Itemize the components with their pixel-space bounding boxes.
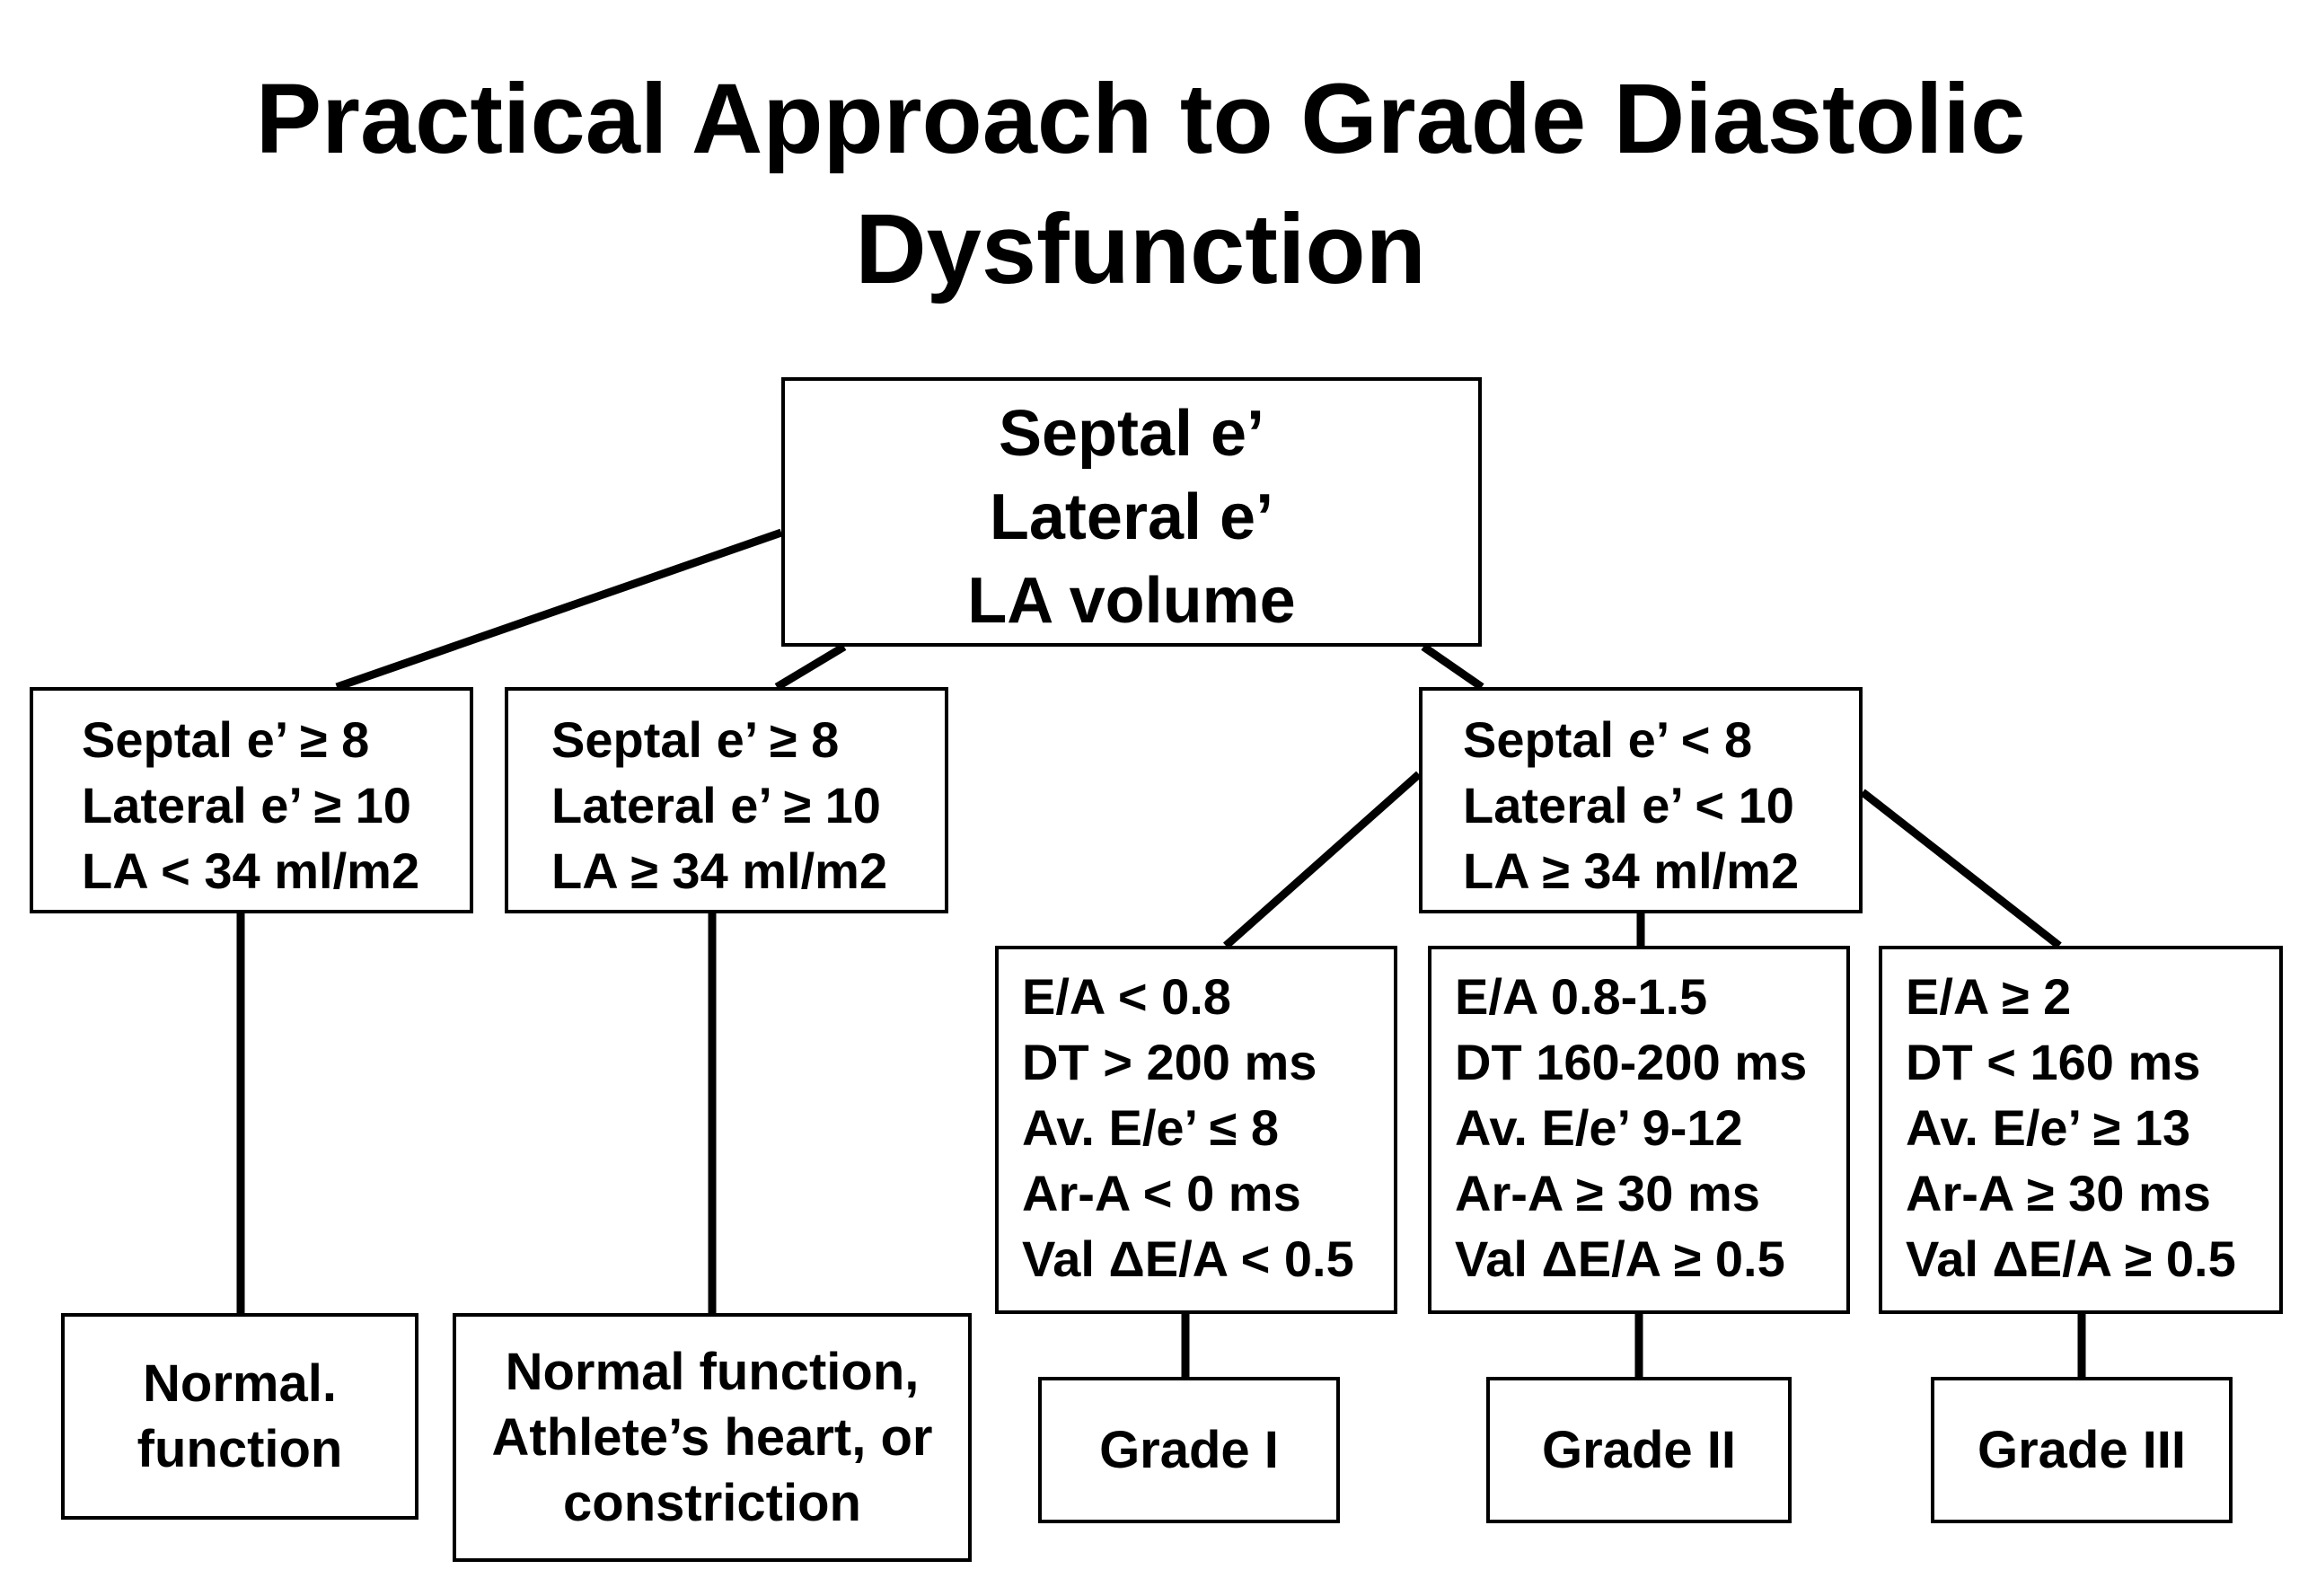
grade-criteria-line: Av. E/e’ 9-12 [1455, 1099, 1743, 1156]
grade-criteria-line: E/A ≥ 2 [1906, 968, 2072, 1025]
grade-criteria-line: DT 160-200 ms [1455, 1034, 1808, 1090]
title-line-1: Practical Approach to Grade Diastolic [255, 64, 2026, 174]
grade-criteria-line: Val ΔE/A ≥ 0.5 [1906, 1230, 2236, 1287]
outcome-line: Normal function, [505, 1343, 920, 1401]
criteria-line: Lateral e’ < 10 [1463, 777, 1794, 833]
outcome-normal-function: Normal. function [61, 1313, 418, 1520]
grade-criteria-line: Ar-A ≥ 30 ms [1906, 1165, 2211, 1221]
grade-criteria-line: DT < 160 ms [1906, 1034, 2201, 1090]
outcome-line: constriction [563, 1474, 861, 1532]
grade-criteria-line: E/A 0.8-1.5 [1455, 968, 1708, 1025]
criteria-box-normal-large-la: Septal e’ ≥ 8 Lateral e’ ≥ 10 LA ≥ 34 ml… [505, 687, 948, 913]
grade-criteria-line: Av. E/e’ ≤ 8 [1022, 1099, 1279, 1156]
criteria-line: Septal e’ ≥ 8 [551, 711, 840, 768]
outcome-label: Grade II [1542, 1421, 1736, 1479]
root-line: Septal e’ [998, 398, 1265, 470]
root-line: LA volume [967, 565, 1296, 637]
outcome-grade-2: Grade II [1486, 1377, 1792, 1523]
diagram-title: Practical Approach to Grade Diastolic Dy… [0, 54, 2281, 314]
connector-root-to-normal-large-la [774, 643, 847, 691]
title-line-2: Dysfunction [855, 194, 1426, 304]
criteria-line: Septal e’ ≥ 8 [82, 711, 370, 768]
grade-criteria-line: E/A < 0.8 [1022, 968, 1231, 1025]
connector-root-to-normal-small-la [335, 528, 783, 692]
outcome-label: Grade III [1977, 1421, 2187, 1479]
connector-root-to-abnormal [1421, 643, 1484, 691]
root-measurement-box: Septal e’ Lateral e’ LA volume [781, 377, 1482, 647]
outcome-line: Athlete’s heart, or [491, 1408, 933, 1467]
criteria-box-normal-small-la: Septal e’ ≥ 8 Lateral e’ ≥ 10 LA < 34 ml… [30, 687, 473, 913]
outcome-athlete-heart: Normal function, Athlete’s heart, or con… [453, 1313, 972, 1562]
connector-abnormal-to-grade3-criteria [1860, 789, 2062, 949]
grade3-criteria-box: E/A ≥ 2 DT < 160 ms Av. E/e’ ≥ 13 Ar-A ≥… [1879, 946, 2283, 1314]
outcome-grade-1: Grade I [1038, 1377, 1340, 1523]
criteria-box-abnormal: Septal e’ < 8 Lateral e’ < 10 LA ≥ 34 ml… [1419, 687, 1863, 913]
outcome-line: Normal. [143, 1354, 337, 1413]
root-line: Lateral e’ [989, 481, 1274, 553]
grade-criteria-line: Ar-A ≥ 30 ms [1455, 1165, 1760, 1221]
criteria-line: LA ≥ 34 ml/m2 [551, 842, 888, 899]
outcome-line: function [137, 1420, 343, 1478]
grade-criteria-line: Val ΔE/A < 0.5 [1022, 1230, 1354, 1287]
criteria-line: Lateral e’ ≥ 10 [551, 777, 881, 833]
outcome-grade-3: Grade III [1931, 1377, 2233, 1523]
outcome-label: Grade I [1099, 1421, 1279, 1479]
grade1-criteria-box: E/A < 0.8 DT > 200 ms Av. E/e’ ≤ 8 Ar-A … [995, 946, 1397, 1314]
criteria-line: Septal e’ < 8 [1463, 711, 1753, 768]
grade-criteria-line: Av. E/e’ ≥ 13 [1906, 1099, 2191, 1156]
grade-criteria-line: Ar-A < 0 ms [1022, 1165, 1301, 1221]
criteria-line: Lateral e’ ≥ 10 [82, 777, 411, 833]
criteria-line: LA < 34 ml/m2 [82, 842, 420, 899]
grade-criteria-line: DT > 200 ms [1022, 1034, 1317, 1090]
criteria-line: LA ≥ 34 ml/m2 [1463, 842, 1800, 899]
grade2-criteria-box: E/A 0.8-1.5 DT 160-200 ms Av. E/e’ 9-12 … [1428, 946, 1850, 1314]
connector-abnormal-to-grade1-criteria [1223, 771, 1422, 949]
grade-criteria-line: Val ΔE/A ≥ 0.5 [1455, 1230, 1785, 1287]
